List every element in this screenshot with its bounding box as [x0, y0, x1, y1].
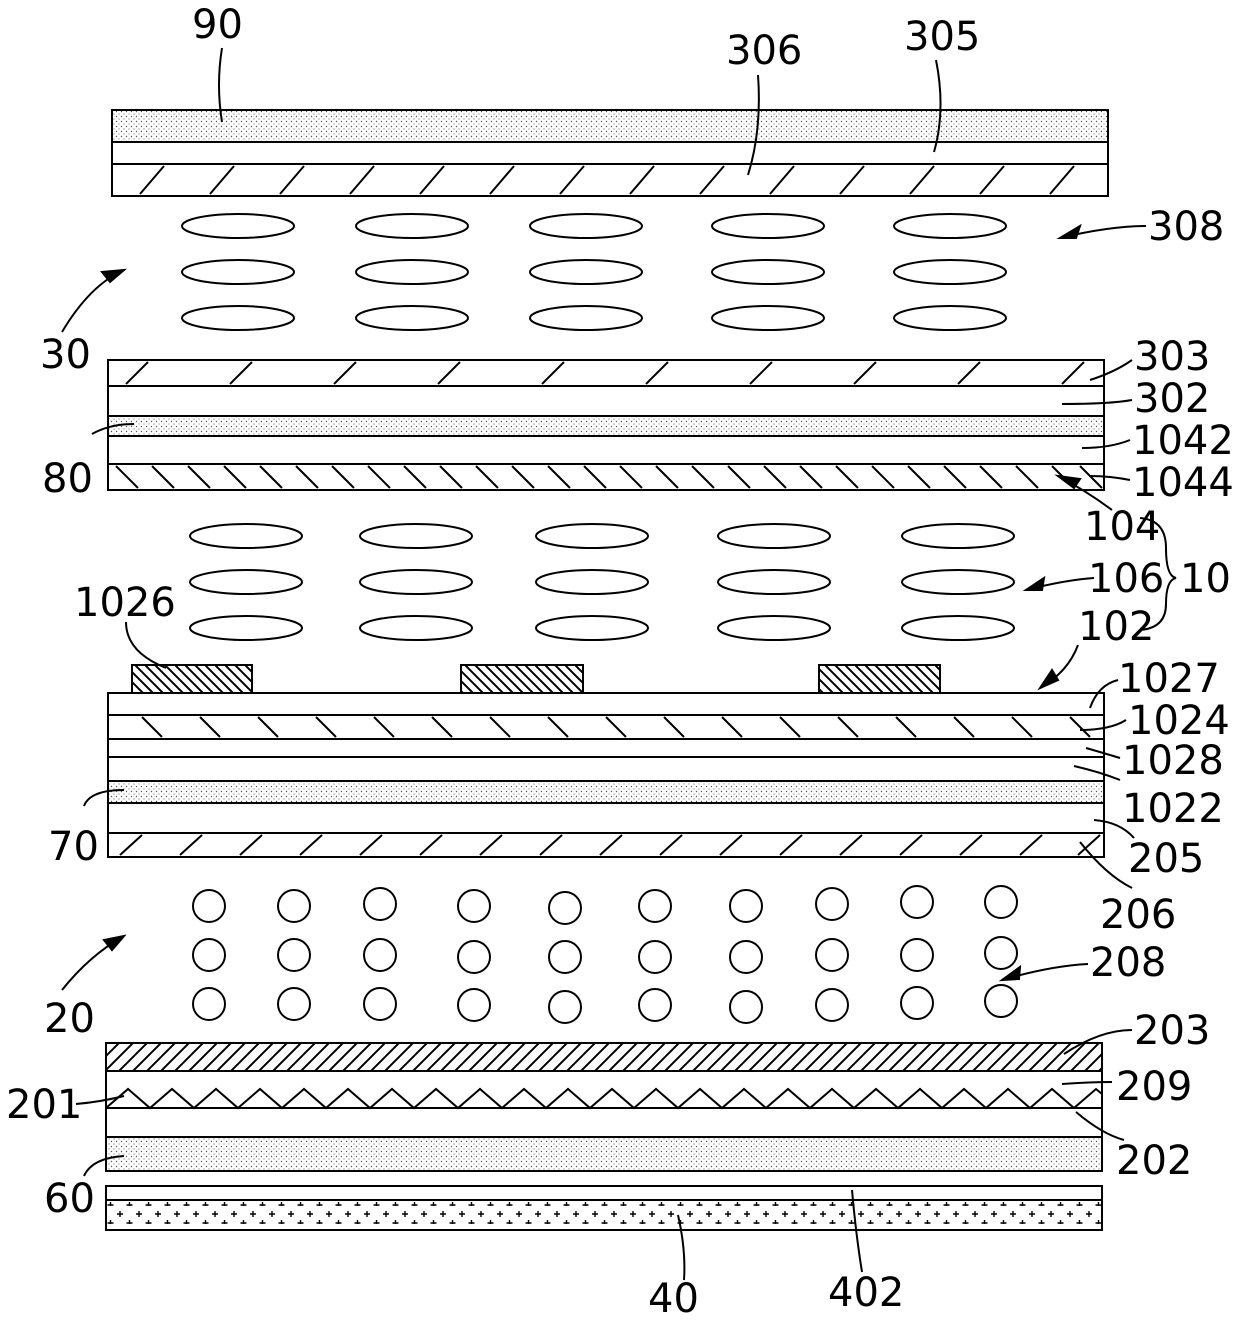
layer-1028	[108, 739, 1104, 757]
arrowhead-106	[1026, 578, 1044, 590]
label-70: 70	[48, 824, 99, 870]
label-102: 102	[1078, 604, 1154, 650]
label-202: 202	[1116, 1138, 1192, 1184]
label-104: 104	[1084, 504, 1160, 550]
label-90: 90	[192, 2, 243, 48]
layer-1027	[108, 693, 1104, 715]
label-1028: 1028	[1122, 738, 1224, 784]
label-306: 306	[726, 28, 802, 74]
particles-208	[193, 886, 1017, 1023]
label-60: 60	[44, 1176, 95, 1222]
layer-402	[106, 1186, 1102, 1200]
label-402: 402	[828, 1270, 904, 1316]
layer-70	[108, 781, 1104, 803]
layer-80	[108, 416, 1104, 436]
layer-203	[106, 1043, 1102, 1071]
arrowhead-308	[1060, 226, 1080, 238]
label-302: 302	[1134, 376, 1210, 422]
label-1044: 1044	[1132, 460, 1234, 506]
label-209: 209	[1116, 1064, 1192, 1110]
label-1027: 1027	[1118, 656, 1220, 702]
layer-305	[112, 142, 1108, 164]
layer-1022	[108, 757, 1104, 781]
label-106: 106	[1088, 556, 1164, 602]
label-1042: 1042	[1132, 418, 1234, 464]
bottom-panel-20	[106, 886, 1102, 1230]
liquid-crystal-106	[190, 524, 1014, 640]
layer-209-202	[106, 1071, 1102, 1137]
label-308: 308	[1148, 204, 1224, 250]
layer-1042	[108, 436, 1104, 464]
layer-302	[108, 386, 1104, 416]
leader-30	[62, 270, 124, 332]
label-1022: 1022	[1122, 786, 1224, 832]
label-305: 305	[904, 14, 980, 60]
arrowhead-102	[1040, 670, 1058, 688]
label-30: 30	[40, 332, 91, 378]
label-40: 40	[648, 1276, 699, 1322]
label-20: 20	[44, 996, 95, 1042]
label-208: 208	[1090, 940, 1166, 986]
label-203: 203	[1134, 1008, 1210, 1054]
layer-205	[108, 803, 1104, 833]
label-10: 10	[1180, 556, 1231, 602]
layer-303	[108, 360, 1104, 386]
leader-1026	[126, 622, 166, 668]
middle-panel-10	[108, 524, 1104, 857]
electrode-1026-a	[132, 665, 252, 693]
label-1026: 1026	[74, 580, 176, 626]
liquid-crystal-308	[182, 214, 1006, 330]
layer-90	[112, 110, 1108, 142]
electrode-1026-b	[461, 665, 583, 693]
layer-206	[108, 833, 1104, 857]
label-205: 205	[1128, 836, 1204, 882]
label-206: 206	[1100, 892, 1176, 938]
label-303: 303	[1134, 334, 1210, 380]
label-80: 80	[42, 456, 93, 502]
layer-306	[112, 164, 1108, 196]
backlight-40	[106, 1200, 1102, 1230]
layer-60	[106, 1137, 1102, 1171]
label-201: 201	[6, 1082, 82, 1128]
top-panel-30	[108, 110, 1108, 490]
electrode-1026-c	[819, 665, 940, 693]
